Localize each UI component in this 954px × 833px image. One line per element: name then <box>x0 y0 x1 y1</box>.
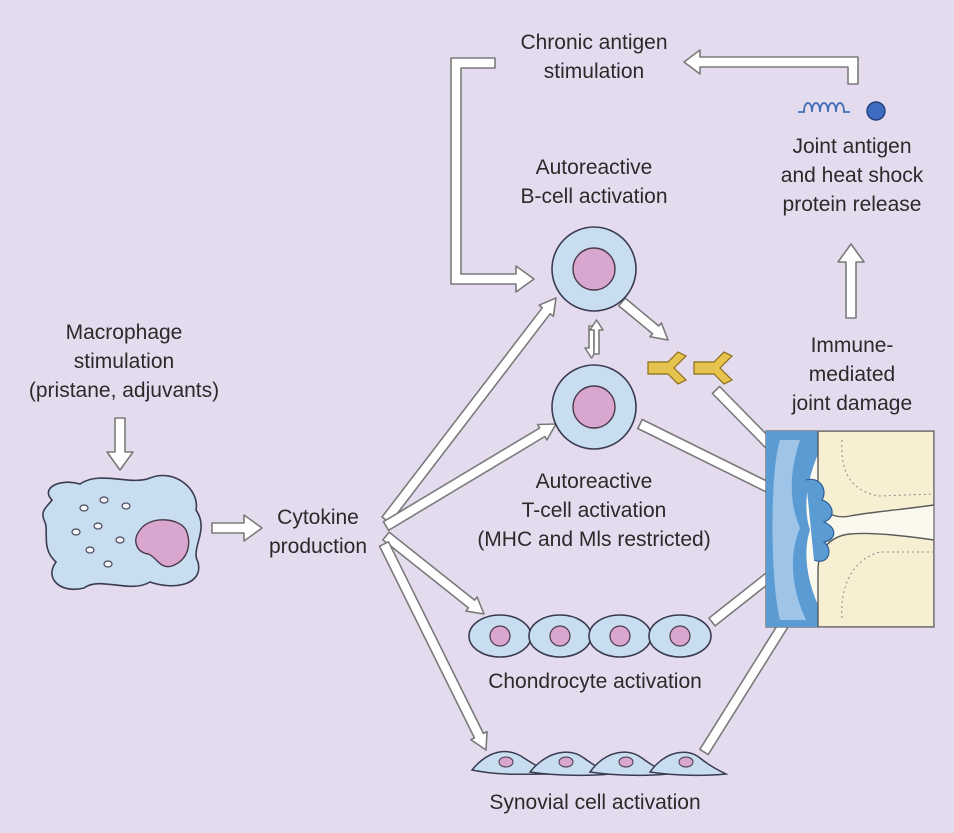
arrow-damage-up <box>837 243 865 319</box>
arrow-chronic-to-bcell <box>450 57 535 293</box>
arrow-macrophage-down <box>106 417 134 471</box>
arrow-bcell-to-antibody <box>617 297 669 341</box>
joint-antigen-release-label: Joint antigen and heat shock protein rel… <box>780 135 924 216</box>
immune-joint-damage-label: Immune- mediated joint damage <box>791 334 913 415</box>
b-cell-icon <box>551 226 637 312</box>
arrow-t-to-b <box>589 319 604 355</box>
macrophage-stimulation-label: Macrophage stimulation (pristane, adjuva… <box>28 321 220 402</box>
arrow-macrophage-to-cytokine <box>211 514 263 542</box>
chondrocyte-cell-icon <box>468 614 712 658</box>
arrow-cytokine-to-chondrocyte <box>382 531 485 615</box>
arrow-cytokine-to-tcell <box>382 423 557 532</box>
joint-antigen-sphere-icon <box>866 101 886 121</box>
arrow-to-chronic <box>683 49 859 85</box>
joint-cross-section-icon <box>765 430 935 628</box>
chronic-antigen-label: Chronic antigen stimulation <box>520 31 668 83</box>
heat-shock-protein-icon <box>798 102 850 113</box>
macrophage-cell-icon <box>42 474 202 591</box>
tcell-activation-label: Autoreactive T-cell activation (MHC and … <box>477 470 711 551</box>
synovial-cell-icon <box>470 750 729 777</box>
bcell-activation-label: Autoreactive B-cell activation <box>520 156 668 208</box>
arrow-cytokine-to-bcell <box>381 297 557 524</box>
synovial-activation-label: Synovial cell activation <box>489 791 701 814</box>
chondrocyte-activation-label: Chondrocyte activation <box>488 670 702 693</box>
arrow-cytokine-to-synovial <box>378 540 488 751</box>
t-cell-icon <box>551 364 637 450</box>
cytokine-production-label: Cytokine production <box>268 506 368 558</box>
antibody-icon <box>647 351 734 385</box>
